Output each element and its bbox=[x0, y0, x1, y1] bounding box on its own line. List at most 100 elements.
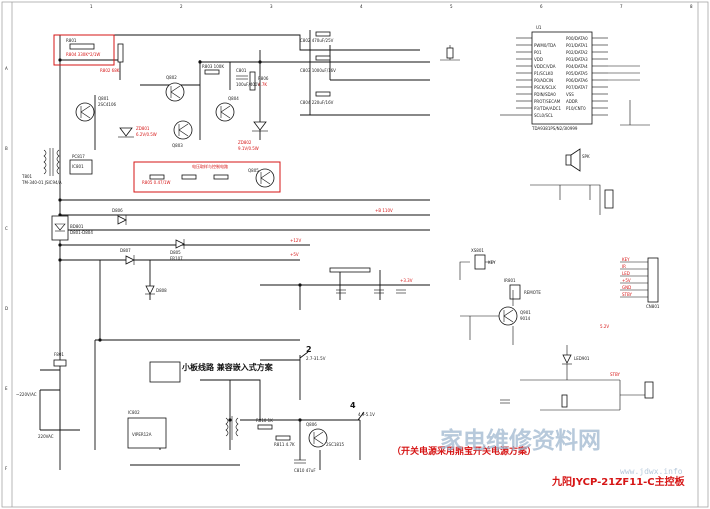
transistor-q805 bbox=[255, 168, 275, 188]
key-conn-label: KEY bbox=[488, 260, 496, 265]
transformer-t801 bbox=[43, 148, 60, 176]
resistor-r803 bbox=[204, 69, 220, 75]
diode-d808 bbox=[145, 285, 155, 295]
small-board-caption: 小板线路 兼容嵌入式方案 bbox=[181, 362, 274, 372]
remote-label: REMOTE bbox=[524, 290, 541, 295]
out-5v: +5V bbox=[290, 252, 299, 257]
u1-rpin-8: P07/DATA7 bbox=[566, 85, 588, 90]
zd801-value: 6.2V/0.5W bbox=[136, 132, 157, 137]
resistor-r811 bbox=[275, 435, 291, 441]
watermark-text: 家电维修资料网 bbox=[440, 427, 601, 454]
cn801-pin-3: LED bbox=[622, 271, 630, 276]
resistor-top-3 bbox=[315, 91, 331, 97]
transistor-q806 bbox=[308, 428, 328, 448]
u1-right-pins bbox=[592, 37, 608, 116]
q901-part: 9014 bbox=[520, 316, 531, 321]
zd801-ref: ZD801 bbox=[136, 126, 150, 131]
resistor-r810 bbox=[257, 424, 273, 430]
out-b-plus: +B 110V bbox=[375, 208, 393, 213]
u1-lpin-4: VDD bbox=[534, 57, 543, 62]
zd802-value: 9.1V/0.5W bbox=[238, 146, 259, 151]
d805-ref: D805 bbox=[170, 250, 181, 255]
frame-mark-side-e: E bbox=[5, 386, 8, 391]
ic801-ref: IC801 bbox=[72, 164, 84, 169]
led-901 bbox=[562, 354, 572, 365]
frame-mark-top-8: 8 bbox=[690, 4, 693, 9]
bridge-rectifier bbox=[51, 215, 69, 241]
frame-mark-top-1: 1 bbox=[90, 4, 93, 9]
resistor-r806 bbox=[249, 71, 256, 91]
transistor-q803 bbox=[173, 120, 193, 140]
c802-label: C802 470uF/25V bbox=[300, 38, 334, 43]
cn801-pin-1: KEY bbox=[622, 257, 630, 262]
q802-ref: Q802 bbox=[166, 75, 177, 80]
transistor-q804 bbox=[215, 102, 235, 122]
c801-ref: C801 bbox=[236, 68, 247, 73]
d806-ref: D806 bbox=[112, 208, 123, 213]
voltage-note: 5.2V bbox=[600, 324, 609, 329]
u1-part: TDA9381PS/N2/3I0999 bbox=[531, 126, 578, 131]
r805-label: R805 0.47/1W bbox=[142, 180, 170, 185]
cn801-pin-4: +5V bbox=[622, 278, 631, 283]
remote-receiver bbox=[509, 284, 521, 300]
d808-ref: D808 bbox=[156, 288, 167, 293]
out-12v: +12V bbox=[290, 238, 301, 243]
ic-viper12a bbox=[127, 417, 167, 449]
highlight-box-r801 bbox=[53, 34, 115, 66]
u1-lpin-12: SCL0/SCL bbox=[534, 113, 554, 118]
r803-label: R803 100K bbox=[202, 64, 224, 69]
frame-mark-side-a: A bbox=[5, 66, 8, 71]
resistor-row-mid bbox=[329, 267, 371, 273]
c801-value: 100uF/400V bbox=[236, 82, 260, 87]
resistor-r802 bbox=[117, 43, 124, 63]
power-in: 220VAC bbox=[38, 434, 54, 439]
r802-label: R802 68K bbox=[100, 68, 120, 73]
r801-ref: R801 bbox=[66, 38, 77, 43]
remote-ref: IR801 bbox=[504, 278, 516, 283]
capacitor-c810 bbox=[294, 459, 306, 464]
frame-mark-top-3: 3 bbox=[270, 4, 273, 9]
t801-part: TM-340-01 JSIC94/A bbox=[21, 180, 62, 185]
speaker-wiring bbox=[530, 184, 614, 215]
out-33v: +3.3V bbox=[400, 278, 413, 283]
connector-cn801 bbox=[620, 257, 659, 303]
u1-rpin-7: P06/DATA6 bbox=[566, 78, 588, 83]
c810-label: C810 47uF bbox=[294, 468, 316, 473]
u1-rpin-9: VSS bbox=[566, 92, 574, 97]
frame-mark-side-c: C bbox=[5, 226, 8, 231]
resistor-r801 bbox=[69, 43, 95, 50]
marker-2: 2 bbox=[306, 345, 312, 354]
sampling-title: 电压取样与控制电路 bbox=[192, 163, 228, 169]
switch-note-caption: （开关电源采用鼎宝开关电源方案） bbox=[392, 445, 536, 457]
frame-mark-side-d: D bbox=[5, 306, 8, 311]
d805-part: FR107 bbox=[170, 256, 183, 261]
u1-rpin-11: P10/CNT0 bbox=[566, 106, 586, 111]
marker-2-value: 2.7-31.5V bbox=[306, 356, 326, 361]
u1-lpin-5: VDDC/VDA bbox=[534, 64, 556, 69]
u1-lpin-2: PWM0/TDA bbox=[534, 43, 556, 48]
u1-ref: U1 bbox=[536, 25, 542, 30]
zener-zd801 bbox=[118, 127, 134, 138]
transistor-q802 bbox=[165, 82, 185, 102]
capacitor-c801 bbox=[236, 75, 248, 80]
c803-label: C803 1000uF/16V bbox=[300, 68, 336, 73]
key-conn-ref: XS801 bbox=[471, 248, 484, 253]
marker-4-value: 4.9-5.1V bbox=[358, 412, 375, 417]
ic802-part: VIPER12A bbox=[132, 432, 152, 437]
led-bottom-components bbox=[500, 380, 654, 411]
d807-ref: D807 bbox=[120, 248, 131, 253]
marker-4: 4 bbox=[350, 401, 356, 410]
key-connector bbox=[474, 254, 486, 270]
bridge-ref: BD801 bbox=[70, 224, 84, 229]
u1-rpin-3: P02/DATA2 bbox=[566, 50, 588, 55]
frame-mark-top-7: 7 bbox=[620, 4, 623, 9]
u1-lpin-8: PSCK/SCLK bbox=[534, 85, 556, 90]
bridge-part: D801-D804 bbox=[70, 230, 93, 235]
fuse-f801 bbox=[53, 359, 67, 367]
q803-ref: Q803 bbox=[172, 143, 183, 148]
u1-left-pins bbox=[516, 37, 532, 116]
diode-d805 bbox=[175, 239, 185, 249]
frame-mark-top-2: 2 bbox=[180, 4, 183, 9]
r810-label: R810 1K bbox=[256, 418, 273, 423]
